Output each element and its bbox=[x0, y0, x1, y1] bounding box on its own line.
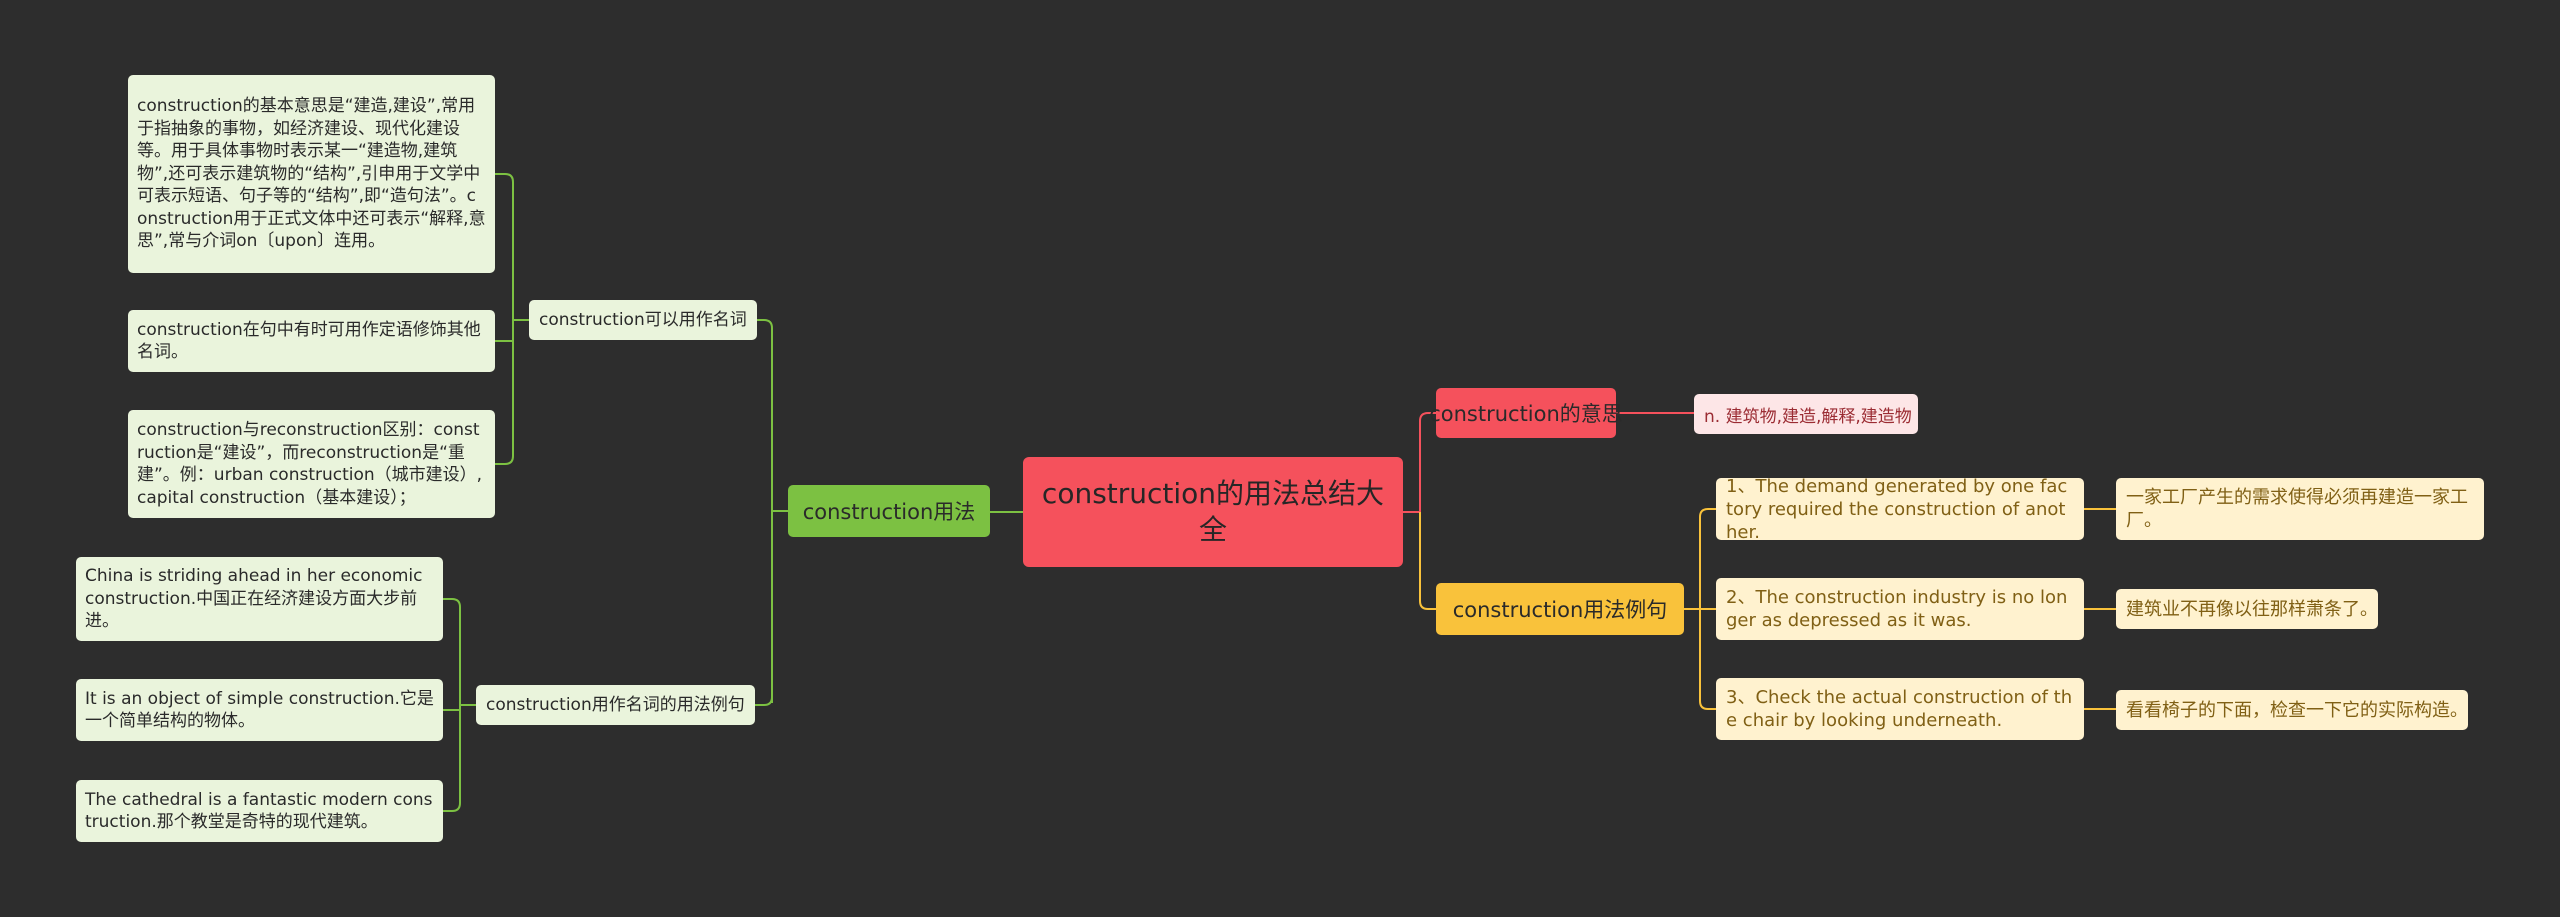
root-topic-label: construction的用法总结大全 bbox=[1041, 477, 1385, 546]
connector-noun-leaf1 bbox=[495, 173, 514, 183]
branch-sentences[interactable]: construction用法例句 bbox=[1436, 583, 1684, 635]
connector-usage-noun bbox=[757, 319, 773, 329]
example-economic-construction[interactable]: China is striding ahead in her economic … bbox=[76, 557, 443, 641]
connector-usage-examples bbox=[755, 696, 773, 706]
example-cathedral-text: The cathedral is a fantastic modern cons… bbox=[85, 789, 433, 833]
translation-3[interactable]: 看看椅子的下面，检查一下它的实际构造。 bbox=[2116, 690, 2468, 730]
sentence-1[interactable]: 1、The demand generated by one factory re… bbox=[1716, 476, 2084, 543]
sentence-1-text: 1、The demand generated by one factory re… bbox=[1726, 475, 2068, 543]
connector-root-meaning bbox=[1403, 412, 1436, 513]
connector-sentence-1 bbox=[1699, 508, 1716, 518]
topic-noun-usage[interactable]: construction可以用作名词 bbox=[529, 300, 757, 340]
root-topic[interactable]: construction的用法总结大全 bbox=[1023, 457, 1403, 567]
connector-sentences-trunk bbox=[1684, 517, 1701, 701]
example-economic-construction-text: China is striding ahead in her economic … bbox=[85, 566, 423, 632]
note-attributive-use[interactable]: construction在句中有时可用作定语修饰其他名词。 bbox=[128, 310, 495, 372]
example-simple-construction[interactable]: It is an object of simple construction.它… bbox=[76, 679, 443, 741]
connector-usage-trunk bbox=[771, 328, 788, 703]
branch-sentences-label: construction用法例句 bbox=[1452, 598, 1668, 622]
connector-examples-trunk bbox=[459, 607, 476, 803]
sentence-3[interactable]: 3、Check the actual construction of the c… bbox=[1716, 678, 2084, 740]
meaning-value-text: n. 建筑物,建造,解释,建造物 bbox=[1704, 406, 1912, 427]
topic-noun-examples[interactable]: construction用作名词的用法例句 bbox=[476, 685, 755, 725]
topic-noun-examples-label: construction用作名词的用法例句 bbox=[486, 694, 745, 715]
translation-1-text: 一家工厂产生的需求使得必须再建造一家工厂。 bbox=[2126, 487, 2468, 531]
translation-3-text: 看看椅子的下面，检查一下它的实际构造。 bbox=[2126, 699, 2468, 721]
meaning-value[interactable]: n. 建筑物,建造,解释,建造物 bbox=[1694, 394, 1918, 434]
connector-examples-leaf4 bbox=[443, 598, 461, 608]
connector-sentence-3 bbox=[1699, 700, 1716, 710]
sentence-3-text: 3、Check the actual construction of the c… bbox=[1726, 687, 2073, 731]
connector-noun-trunk bbox=[512, 182, 529, 456]
branch-usage[interactable]: construction用法 bbox=[788, 485, 990, 537]
branch-meaning[interactable]: construction的意思 bbox=[1429, 388, 1623, 438]
sentence-2[interactable]: 2、The construction industry is no longer… bbox=[1716, 578, 2084, 640]
connector-examples-leaf6 bbox=[443, 802, 461, 812]
translation-2[interactable]: 建筑业不再像以往那样萧条了。 bbox=[2116, 589, 2378, 629]
example-cathedral[interactable]: The cathedral is a fantastic modern cons… bbox=[76, 780, 443, 842]
connector-root-sentences bbox=[1419, 512, 1436, 610]
branch-usage-label: construction用法 bbox=[802, 500, 976, 524]
branch-meaning-label: construction的意思 bbox=[1429, 402, 1623, 426]
note-reconstruction-difference-text: construction与reconstruction区别：constructi… bbox=[137, 420, 483, 508]
translation-2-text: 建筑业不再像以往那样萧条了。 bbox=[2126, 598, 2378, 620]
translation-1[interactable]: 一家工厂产生的需求使得必须再建造一家工厂。 bbox=[2116, 478, 2484, 540]
connector-noun-leaf3 bbox=[495, 455, 514, 465]
note-basic-meaning-text: construction的基本意思是“建造,建设”,常用于指抽象的事物，如经济建… bbox=[137, 96, 486, 252]
note-reconstruction-difference[interactable]: construction与reconstruction区别：constructi… bbox=[128, 410, 495, 518]
example-simple-construction-text: It is an object of simple construction.它… bbox=[85, 688, 434, 732]
topic-noun-usage-label: construction可以用作名词 bbox=[539, 309, 747, 330]
sentence-2-text: 2、The construction industry is no longer… bbox=[1726, 587, 2068, 631]
note-attributive-use-text: construction在句中有时可用作定语修饰其他名词。 bbox=[137, 319, 481, 363]
note-basic-meaning[interactable]: construction的基本意思是“建造,建设”,常用于指抽象的事物，如经济建… bbox=[128, 75, 495, 273]
